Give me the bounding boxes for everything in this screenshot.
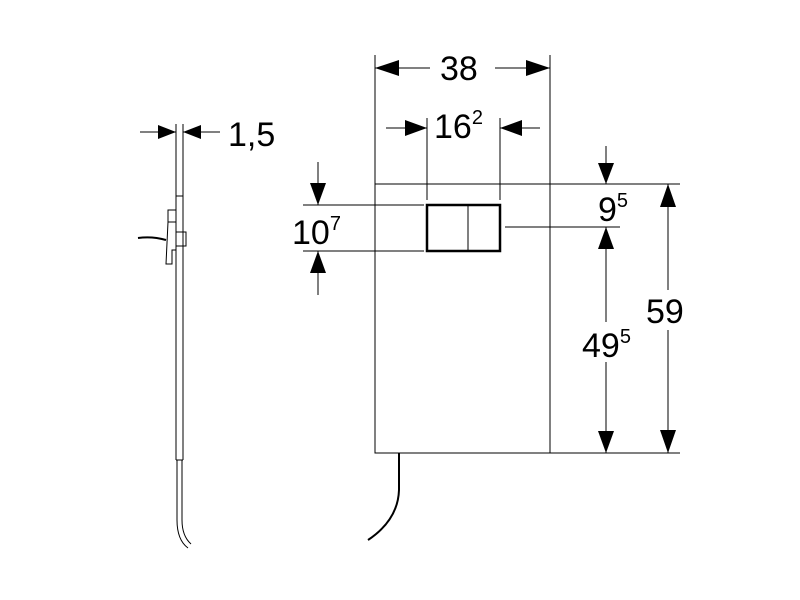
height-arrow-top	[660, 184, 676, 207]
lower-label: 495	[582, 326, 631, 365]
top-offset-label: 95	[598, 190, 628, 229]
height-label: 59	[646, 293, 684, 331]
button-width-label: 162	[434, 107, 483, 146]
top-offset-arrow	[598, 163, 614, 184]
flush-button-plate	[425, 203, 502, 253]
side-cable	[137, 236, 167, 241]
button-width-arrow-right	[500, 120, 522, 136]
lower-main: 49	[582, 327, 620, 365]
side-panel-lower-extension	[176, 460, 192, 549]
button-height-sup: 7	[330, 213, 341, 235]
lower-arrow-bottom	[598, 431, 614, 453]
height-label-bg	[644, 290, 692, 330]
thickness-arrow-right	[183, 125, 201, 139]
width-arrow-right	[526, 60, 550, 76]
front-panel	[374, 183, 551, 454]
button-width-arrow-left	[405, 120, 427, 136]
front-view: 38 162 107 95	[292, 50, 692, 541]
front-cable	[367, 453, 400, 541]
lower-sup: 5	[620, 326, 631, 348]
width-arrow-left	[375, 60, 399, 76]
button-height-arrow-bottom	[310, 251, 326, 273]
button-width-main: 16	[434, 108, 472, 146]
thickness-label: 1,5	[228, 116, 275, 154]
top-offset-sup: 5	[617, 190, 628, 212]
button-height-arrow-top	[310, 183, 326, 205]
width-label: 38	[440, 50, 478, 88]
side-panel-outline	[175, 195, 184, 461]
top-offset-main: 9	[598, 191, 617, 229]
lower-label-bg	[578, 322, 640, 362]
height-arrow-bottom	[660, 430, 676, 453]
lower-arrow-top	[598, 227, 614, 249]
side-view: 1,5	[137, 116, 275, 549]
button-width-sup: 2	[472, 107, 483, 129]
side-panel-bracket	[165, 209, 187, 265]
button-height-main: 10	[292, 214, 330, 252]
button-height-label: 107	[292, 213, 341, 252]
thickness-arrow-left	[158, 125, 176, 139]
